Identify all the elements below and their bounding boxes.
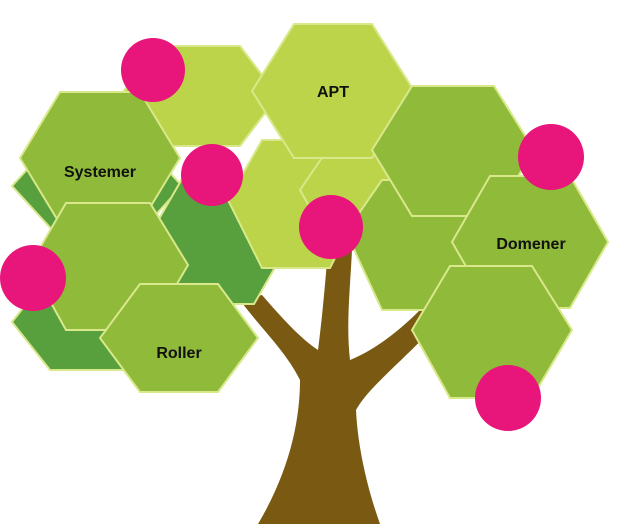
berry-center bbox=[299, 195, 363, 259]
berry-top-left bbox=[121, 38, 185, 102]
label-roller: Roller bbox=[156, 345, 201, 362]
berry-center-left bbox=[181, 144, 243, 206]
berry-bottom-right bbox=[475, 365, 541, 431]
berry-right bbox=[518, 124, 584, 190]
label-systemer: Systemer bbox=[64, 164, 136, 181]
hex-roller bbox=[98, 283, 260, 393]
label-domener: Domener bbox=[496, 236, 565, 253]
tree-trunk bbox=[240, 250, 440, 524]
berry-left bbox=[0, 245, 66, 311]
label-apt: APT bbox=[317, 84, 349, 101]
hex-mid-right-bottom bbox=[410, 265, 574, 399]
